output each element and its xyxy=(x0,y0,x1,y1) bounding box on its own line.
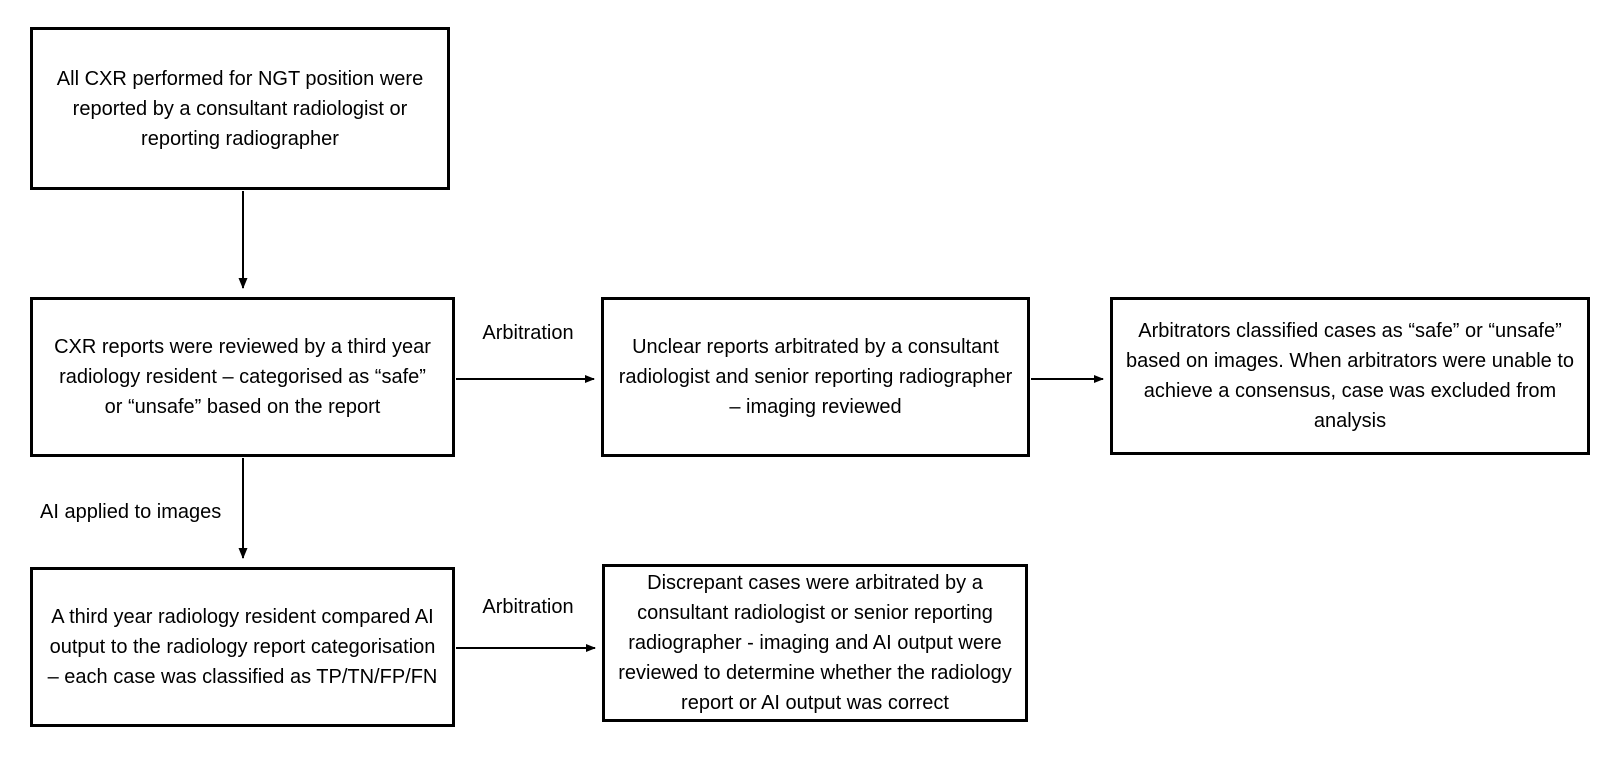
edge-label-arbitration-top: Arbitration xyxy=(482,322,574,344)
flow-box-text: CXR reports were reviewed by a third yea… xyxy=(54,336,431,418)
edge-label-ai-applied: AI applied to images xyxy=(40,501,222,523)
edge-label-arbitration-bottom: Arbitration xyxy=(482,596,574,618)
flow-box-text: Unclear reports arbitrated by a consulta… xyxy=(618,336,1013,418)
flow-box-cxr-reviewed: CXR reports were reviewed by a third yea… xyxy=(30,297,455,457)
flow-box-arbitrators-classified: Arbitrators classified cases as “safe” o… xyxy=(1110,297,1590,455)
flow-box-ai-compared: A third year radiology resident compared… xyxy=(30,567,455,727)
flow-box-text: A third year radiology resident compared… xyxy=(47,606,438,688)
flow-box-unclear-arbitrated: Unclear reports arbitrated by a consulta… xyxy=(601,297,1030,457)
flow-box-text: All CXR performed for NGT position were … xyxy=(56,67,424,150)
flow-box-cxr-reported: All CXR performed for NGT position were … xyxy=(30,27,450,190)
flow-box-text: Discrepant cases were arbitrated by a co… xyxy=(618,572,1012,714)
flow-box-discrepant-arbitrated: Discrepant cases were arbitrated by a co… xyxy=(602,564,1028,722)
flow-box-text: Arbitrators classified cases as “safe” o… xyxy=(1125,320,1575,432)
